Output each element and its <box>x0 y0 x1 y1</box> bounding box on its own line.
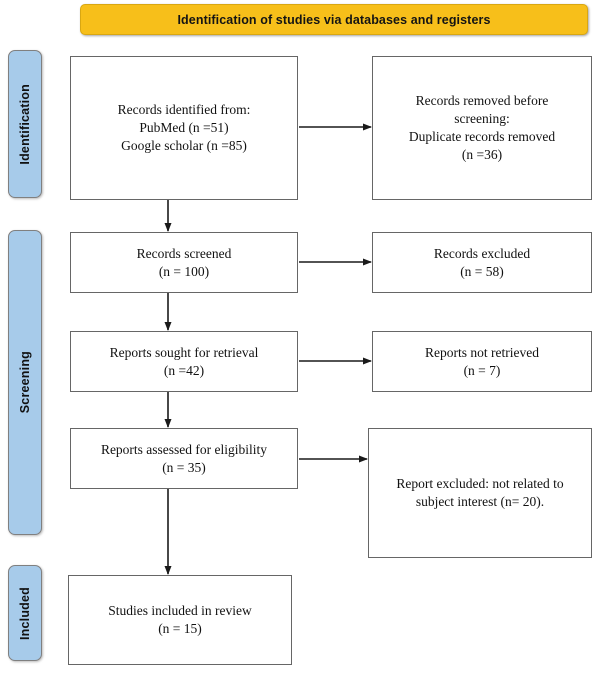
stage-label-screening: Screening <box>8 230 42 535</box>
box-records-screened: Records screened (n = 100) <box>70 232 298 293</box>
box-reports-assessed-for-eligibility: Reports assessed for eligibility (n = 35… <box>70 428 298 489</box>
box-records-identified: Records identified from: PubMed (n =51) … <box>70 56 298 200</box>
stage-identification-text: Identification <box>18 83 32 165</box>
identification-banner: Identification of studies via databases … <box>80 4 588 35</box>
stage-label-included: Included <box>8 565 42 661</box>
box-reports-sought-for-retrieval: Reports sought for retrieval (n =42) <box>70 331 298 392</box>
box-report-excluded-not-related: Report excluded: not related to subject … <box>368 428 592 558</box>
box-studies-included-text: Studies included in review (n = 15) <box>108 603 252 636</box>
stage-included-text: Included <box>18 586 32 640</box>
stage-label-identification: Identification <box>8 50 42 198</box>
box-records-excluded: Records excluded (n = 58) <box>372 232 592 293</box>
box-records-excluded-text: Records excluded (n = 58) <box>433 245 531 279</box>
banner-label: Identification of studies via databases … <box>177 12 491 27</box>
box-reports-assessed-text: Reports assessed for eligibility (n = 35… <box>100 441 268 475</box>
box-report-excluded-text: Report excluded: not related to subject … <box>396 476 564 509</box>
box-records-screened-text: Records screened (n = 100) <box>136 245 232 279</box>
box-reports-sought-text: Reports sought for retrieval (n =42) <box>109 344 259 378</box>
box-records-removed-before-screening: Records removed before screening: Duplic… <box>372 56 592 200</box>
box-studies-included-in-review: Studies included in review (n = 15) <box>68 575 292 665</box>
box-reports-not-retrieved: Reports not retrieved (n = 7) <box>372 331 592 392</box>
box-reports-not-retrieved-text: Reports not retrieved (n = 7) <box>425 344 539 378</box>
box-records-identified-text: Records identified from: PubMed (n =51) … <box>117 102 251 153</box>
box-records-removed-text: Records removed before screening: Duplic… <box>408 93 556 162</box>
stage-screening-text: Screening <box>18 351 32 414</box>
